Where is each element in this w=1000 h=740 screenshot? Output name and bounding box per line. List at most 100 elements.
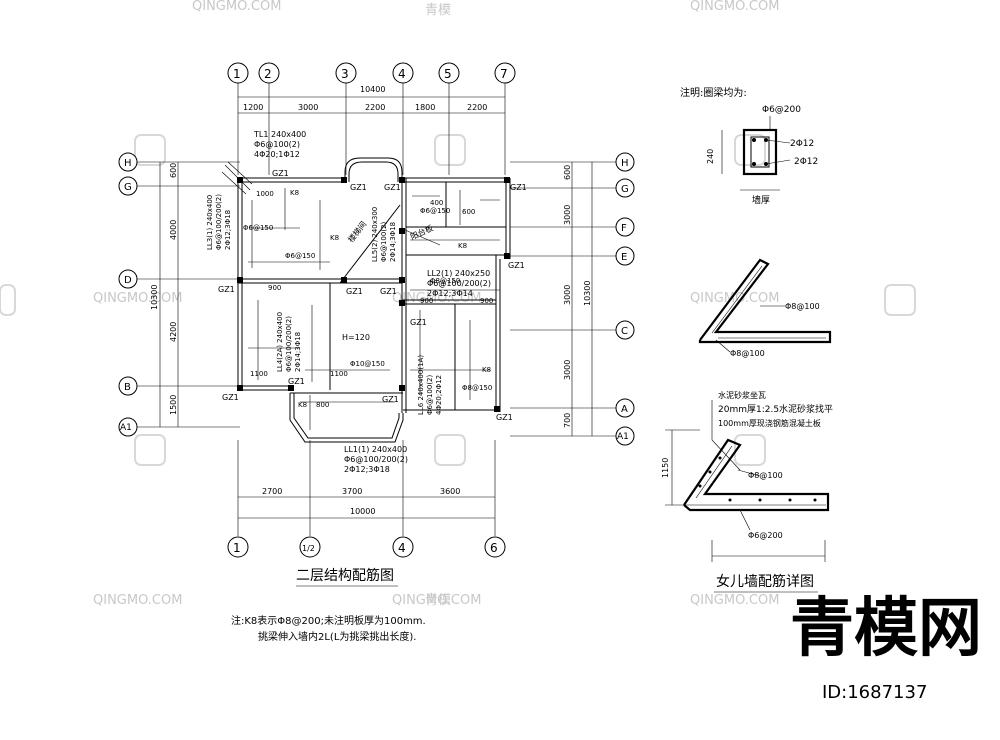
axis-label: H [621,158,629,169]
watermark-text: QINGMO.COM [690,593,779,608]
k8-tag: K8 [298,401,307,409]
rebar-tag: Φ8@150 [430,277,460,285]
parapet-bar-b: Φ6@200 [748,531,783,540]
gz-label: GZ1 [384,183,401,192]
ring-beam-detail: 注明:圈梁均为: Φ6@200 2Φ12 2Φ12 240 墙厚 [680,86,818,206]
dim-text: 10000 [350,507,375,516]
svg-text:Φ6@100(2): Φ6@100(2) [380,221,388,262]
axis-label: G [124,182,132,193]
gz-label: GZ1 [288,377,305,386]
axis-label: A1 [120,423,132,433]
rebar-length: 600 [462,208,475,216]
dim-text: 10300 [150,285,159,310]
ring-beam-wall: 墙厚 [752,194,770,206]
axis-label: A [621,404,628,415]
k8-tag: K8 [458,242,467,250]
beam-tl1: TL1 240x400 Φ6@100(2) 4Φ20;1Φ12 [253,130,306,159]
gz-label: GZ1 [380,287,397,296]
slab-rebars [248,188,500,430]
ring-beam-top-bars: 2Φ12 [790,139,814,149]
bottom-axis-bubbles: 1 1/2 4 6 [227,536,506,558]
svg-text:LL1(1) 240x400: LL1(1) 240x400 [344,445,407,454]
beam-ll6: LL6 240x400(1A) Φ6@100(2) 4Φ20;2Φ12 [417,355,443,415]
eave-bar-a: Φ8@100 [785,302,820,311]
dim-text: 3600 [440,487,460,496]
plan-title: 二层结构配筋图 [296,567,394,584]
svg-text:LL5(2) 240x300: LL5(2) 240x300 [371,207,379,262]
svg-text:2Φ14;3Φ18: 2Φ14;3Φ18 [389,222,397,262]
balcony-label: 阳台板 [409,223,435,242]
gz-label: GZ1 [496,413,513,422]
watermark-brand: 青模 [425,3,451,18]
rebar-tag: Φ6@150 [243,224,273,232]
eave-detail: Φ8@100 Φ8@100 [698,258,832,358]
beam-ll2: LL2(1) 240x250 Φ6@100/200(2) 2Φ12;3Φ14 [427,269,491,298]
beam-ll4: LL4(2A) 240x400 Φ6@100/200(2) 2Φ14;3Φ18 [276,312,302,372]
watermark-brand: 青模 [425,593,451,608]
gz-label: GZ1 [218,285,235,294]
stair-label: 楼梯间 [346,219,369,244]
svg-text:TL1 240x400: TL1 240x400 [253,130,306,139]
gz-label: GZ1 [222,393,239,402]
axis-label: G [621,184,629,195]
ring-beam-height: 240 [706,149,715,164]
svg-text:2Φ14;3Φ18: 2Φ14;3Φ18 [294,332,302,372]
rebar-length: 400 [430,199,443,207]
axis-label: H [124,158,132,169]
axis-label: 5 [444,67,452,81]
rebar-length: 800 [316,401,329,409]
dim-text: 1800 [415,103,435,112]
eave-bar-b: Φ8@100 [730,349,765,358]
ring-beam-stirrup: Φ6@200 [762,105,801,115]
rebar-length: 1100 [330,370,348,378]
k8-tag: K8 [482,366,491,374]
svg-text:LL3(1) 240x400: LL3(1) 240x400 [206,195,214,250]
svg-text:LL4(2A) 240x400: LL4(2A) 240x400 [276,312,284,372]
dim-text: 600 [169,163,178,178]
axis-label: D [124,275,132,286]
svg-text:Φ6@100/200(2): Φ6@100/200(2) [215,194,223,250]
axis-label: C [621,326,628,337]
svg-text:LL2(1) 240x250: LL2(1) 240x250 [427,269,490,278]
dim-text: 10400 [360,85,385,94]
parapet-title: 女儿墙配筋详图 [716,573,814,590]
k8-tag: K8 [330,234,339,242]
axis-label: 3 [341,67,349,81]
watermark-text: QINGMO.COM [690,291,779,306]
rebar-tag: Φ6@150 [285,252,315,260]
rebar-tag: Φ6@150 [420,207,450,215]
axis-label: 4 [398,67,406,81]
beam-ll3: LL3(1) 240x400 Φ6@100/200(2) 2Φ12;3Φ18 [206,194,232,250]
gz-label: GZ1 [410,318,427,327]
rebar-length: 900 [480,297,493,305]
gz-label: GZ1 [350,183,367,192]
k8-tag: K8 [290,189,299,197]
watermark-text: QINGMO.COM [93,291,182,306]
dim-text: 3000 [563,285,572,305]
dim-text: 2200 [467,103,487,112]
parapet-layer-2: 20mm厚1:2.5水泥砂浆找平 [718,403,833,415]
dim-text: 4200 [169,322,178,342]
axis-label: 1 [233,541,241,555]
svg-text:4Φ20;1Φ12: 4Φ20;1Φ12 [254,150,300,159]
dim-text: 1500 [169,395,178,415]
rebar-tag: Φ8@150 [462,384,492,392]
rebar-length: 900 [268,284,281,292]
watermark-text: QINGMO.COM [392,291,481,306]
svg-text:2Φ12;3Φ18: 2Φ12;3Φ18 [224,210,232,250]
svg-text:Φ6@100(2): Φ6@100(2) [426,374,434,415]
dim-text: 3000 [563,360,572,380]
watermark-layer: QINGMO.COM QINGMO.COM QINGMO.COM QINGMO.… [0,0,982,703]
dim-text: 3700 [342,487,362,496]
parapet-detail: 水泥砂浆坐瓦 20mm厚1:2.5水泥砂浆找平 100mm厚现浇钢筋混凝土板 1… [661,390,833,593]
watermark-logo-icon [0,134,916,466]
gz-label: GZ1 [382,395,399,404]
axis-label: 1/2 [302,544,315,553]
image-id-label: ID:1687137 [822,682,927,703]
beam-ll5: LL5(2) 240x300 Φ6@100(2) 2Φ14;3Φ18 [371,207,397,262]
watermark-text: QINGMO.COM [392,593,481,608]
svg-text:Φ6@100/200(2): Φ6@100/200(2) [344,455,408,464]
gz-columns [237,177,510,412]
